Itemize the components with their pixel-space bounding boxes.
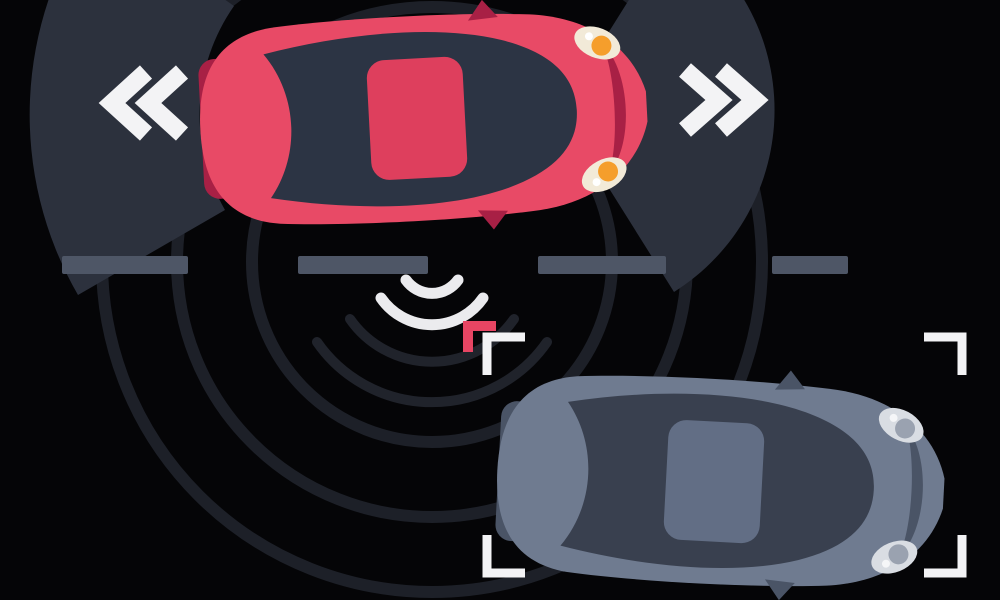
chevron-left-stroke (134, 65, 189, 141)
gray-car (495, 370, 945, 600)
chevron-right-stroke (715, 63, 769, 137)
red-car-headlight-glint (592, 178, 601, 187)
detection-frame-corner-tl (482, 332, 525, 375)
red-car-front-bumper-line (601, 42, 626, 175)
detection-frame (482, 332, 967, 578)
gray-car-roof (663, 420, 765, 544)
gray-car-side-mirror (774, 370, 805, 390)
gray-car-headlight-bulb (895, 418, 916, 439)
red-car-roof (366, 56, 468, 180)
gray-car-headlight-glint (881, 559, 890, 568)
red-car-headlight-bulb (591, 35, 612, 56)
lane-marking (62, 256, 848, 274)
sonar-wave (375, 292, 489, 331)
chevron-right-stroke (679, 63, 733, 137)
chevron-left-icon (98, 65, 189, 141)
red-car-headlight-glint (584, 32, 593, 41)
red-car-side-mirror (467, 0, 498, 21)
chevron-right-icon (679, 63, 769, 137)
gray-car-side-mirror (764, 579, 795, 600)
sonar-waves-icon (375, 274, 489, 331)
gray-car-headlight-glint (889, 413, 898, 422)
gray-car-front-bumper-line (898, 425, 923, 558)
sonar-echo-arc (312, 337, 552, 408)
lane-dash (62, 256, 188, 274)
detection-frame-corner-bl (482, 535, 525, 578)
lane-dash (298, 256, 428, 274)
gray-car-headlight-bulb (888, 544, 909, 565)
chevron-left-stroke (98, 65, 153, 141)
red-car-headlight-bulb (598, 161, 619, 182)
red-car (198, 0, 648, 230)
detection-frame-corner-br (924, 535, 967, 578)
sonar-wave (400, 274, 464, 299)
red-car-side-mirror (477, 210, 508, 230)
lane-dash (538, 256, 666, 274)
red-corner-marker (463, 321, 496, 352)
detection-frame-corner-tr (924, 332, 967, 375)
lane-dash (772, 256, 848, 274)
